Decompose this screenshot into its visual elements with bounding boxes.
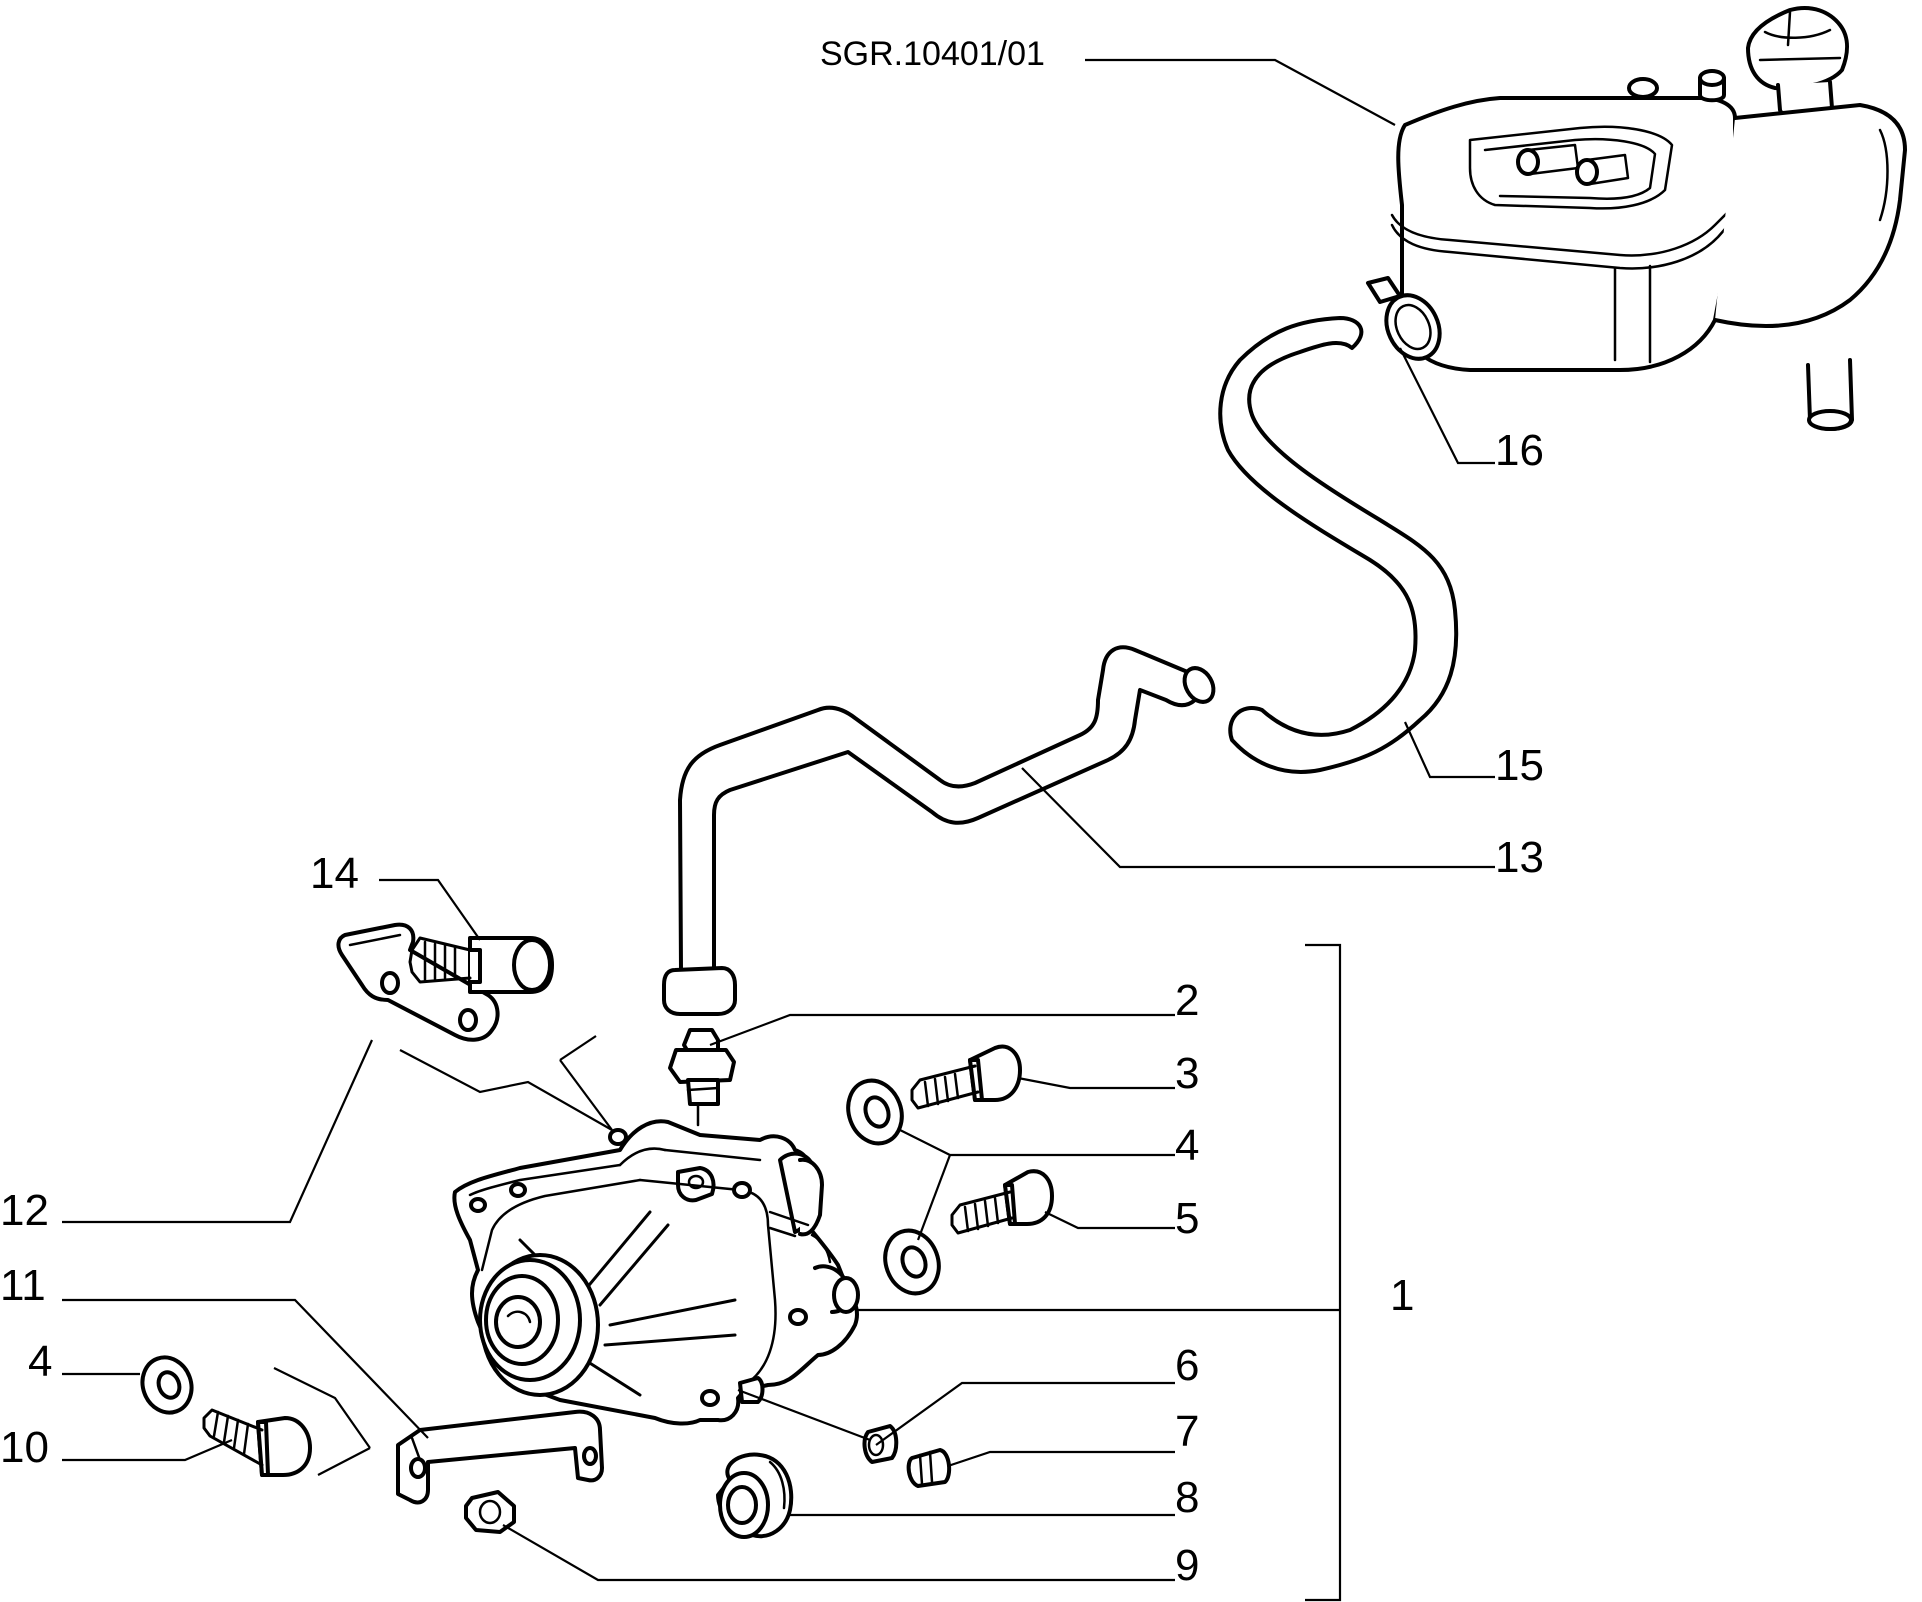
callout-5: 5 [1175, 1194, 1199, 1243]
callout-2: 2 [1175, 976, 1199, 1025]
grommet-8 [716, 1452, 794, 1539]
leader-lines [62, 58, 1495, 1602]
expansion-tank [1390, 5, 1907, 431]
pipe-union [668, 1028, 736, 1127]
callout-4-right: 4 [1175, 1121, 1199, 1170]
bolt-5 [950, 1169, 1054, 1235]
assembly-guide-lines [273, 1035, 613, 1476]
water-pump [452, 1119, 860, 1426]
bolt-10 [202, 1408, 312, 1477]
callout-10: 10 [0, 1423, 49, 1472]
hose-clamp [1366, 276, 1442, 361]
callout-7: 7 [1175, 1407, 1199, 1456]
lower-bracket [396, 1409, 604, 1505]
callout-6: 6 [1175, 1341, 1199, 1390]
callout-1: 1 [1390, 1271, 1414, 1320]
nut-9 [464, 1490, 516, 1534]
metal-pipe [662, 645, 1216, 1016]
callout-9: 9 [1175, 1541, 1199, 1590]
plug-7 [906, 1448, 952, 1488]
callout-3: 3 [1175, 1049, 1199, 1098]
bolt-3 [910, 1044, 1022, 1110]
callout-16: 16 [1495, 426, 1544, 475]
washer-4-lower [140, 1355, 194, 1415]
washer-4-mid [883, 1228, 941, 1296]
callout-8: 8 [1175, 1473, 1199, 1522]
callout-labels: SGR.10401/01 1 2 3 4 5 6 7 8 9 10 11 12 … [0, 35, 1544, 1590]
callout-14: 14 [310, 849, 359, 898]
callout-4-left: 4 [28, 1337, 52, 1386]
callout-11: 11 [0, 1261, 46, 1310]
callout-13: 13 [1495, 833, 1544, 882]
bolt-14 [408, 936, 554, 994]
coolant-hose [1218, 316, 1459, 774]
callout-15: 15 [1495, 741, 1544, 790]
nut-6 [862, 1424, 899, 1464]
reference-code: SGR.10401/01 [820, 35, 1045, 73]
callout-12: 12 [0, 1186, 49, 1235]
upper-bracket [336, 922, 500, 1042]
washer-4-upper [846, 1078, 904, 1146]
